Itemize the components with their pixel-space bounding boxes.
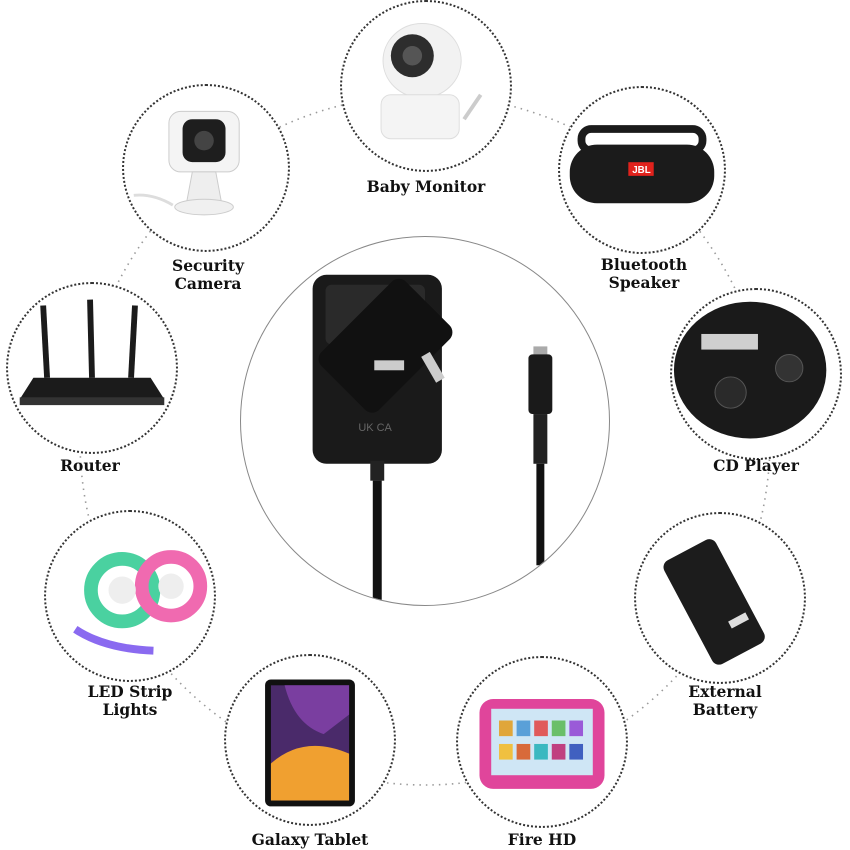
tablet-kids-icon bbox=[479, 699, 605, 789]
baby-monitor-icon bbox=[380, 22, 483, 140]
speaker-icon: JBL bbox=[569, 125, 715, 204]
baby-monitor-circle bbox=[340, 0, 512, 172]
router-icon bbox=[19, 299, 165, 406]
led-strip-label: LED Strip Lights bbox=[87, 682, 173, 719]
security-camera-label: Security Camera bbox=[172, 256, 244, 293]
baby-monitor-label: Baby Monitor bbox=[366, 177, 486, 196]
security-camera-circle bbox=[122, 84, 290, 252]
cd-player-icon bbox=[673, 301, 827, 439]
cd-player-circle bbox=[670, 288, 842, 460]
power-bank-icon bbox=[663, 539, 765, 665]
external-battery-circle bbox=[634, 512, 806, 684]
external-battery-label: External Battery bbox=[688, 682, 762, 719]
cd-player-label: CD Player bbox=[713, 456, 799, 475]
svg-text:UK CA: UK CA bbox=[358, 422, 392, 434]
uk-plug-adapter-icon: UK CA bbox=[312, 274, 553, 601]
galaxy-tablet-label: Galaxy Tablet bbox=[251, 830, 369, 849]
center-adapter-circle: UK CA bbox=[240, 236, 610, 606]
fire-hd-label: Fire HD bbox=[507, 830, 577, 849]
tablet-icon bbox=[265, 679, 355, 807]
svg-text:JBL: JBL bbox=[632, 165, 650, 176]
fire-hd-circle bbox=[456, 656, 628, 828]
bluetooth-speaker-label: Bluetooth Speaker bbox=[600, 255, 688, 292]
led-strip-circle bbox=[44, 510, 216, 682]
router-label: Router bbox=[60, 456, 120, 475]
router-circle bbox=[6, 282, 178, 454]
bluetooth-speaker-circle: JBL bbox=[558, 86, 726, 254]
galaxy-tablet-circle bbox=[224, 654, 396, 826]
security-camera-icon bbox=[133, 110, 240, 216]
led-strip-icon bbox=[73, 550, 208, 655]
